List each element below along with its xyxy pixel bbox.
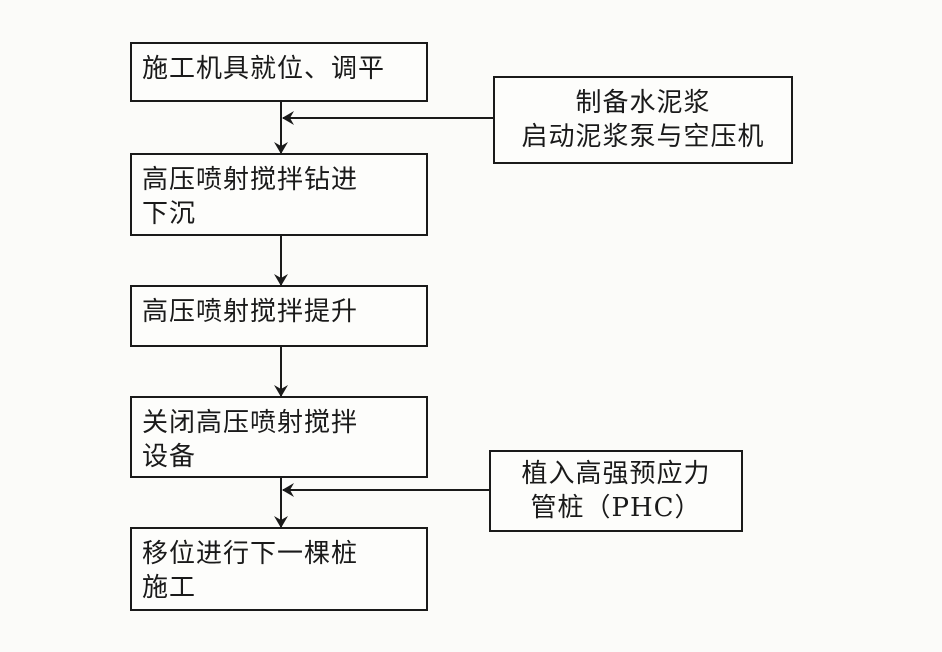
step-lift: 高压喷射搅拌提升 — [130, 285, 428, 347]
step-next-pile: 移位进行下一棵桩 施工 — [130, 527, 428, 611]
step-drill-down: 高压喷射搅拌钻进 下沉 — [130, 153, 428, 236]
step-shutdown: 关闭高压喷射搅拌 设备 — [130, 396, 428, 478]
input-2-line-2: 管桩（PHC） — [530, 493, 702, 523]
input-1-line-1: 制备水泥浆 — [575, 88, 711, 118]
step-5-line-1: 移位进行下一棵桩 — [142, 539, 359, 569]
input-1-line-2: 启动泥浆泵与空压机 — [521, 122, 765, 152]
step-2-line-2: 下沉 — [142, 199, 197, 229]
step-5-line-2: 施工 — [142, 573, 197, 603]
step-2-line-1: 高压喷射搅拌钻进 — [142, 165, 359, 195]
step-4-line-1: 关闭高压喷射搅拌 — [142, 408, 359, 438]
step-machine-positioning: 施工机具就位、调平 — [130, 42, 428, 102]
step-4-line-2: 设备 — [142, 442, 197, 472]
step-1-line-1: 施工机具就位、调平 — [142, 54, 386, 84]
input-2-line-1: 植入高强预应力 — [521, 459, 711, 489]
input-prepare-grout: 制备水泥浆 启动泥浆泵与空压机 — [493, 76, 793, 164]
input-insert-phc-pile: 植入高强预应力 管桩（PHC） — [489, 450, 743, 532]
step-3-line-1: 高压喷射搅拌提升 — [142, 297, 359, 327]
